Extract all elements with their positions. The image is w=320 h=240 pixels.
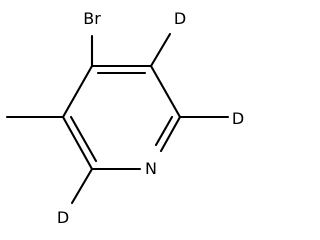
bond-c6-n1-double-inner (154, 115, 174, 147)
atom-labels: Br N D D D (57, 9, 244, 227)
bromine-label: Br (83, 9, 101, 28)
deuterium-label-top-right: D (174, 9, 186, 28)
nitrogen-label: N (145, 159, 157, 178)
bond-c3-c4 (61, 64, 94, 119)
bond-c2-c3 (61, 115, 94, 171)
bond-c6-n1 (159, 115, 182, 153)
bond-c5-d (149, 32, 172, 68)
bond-c2-c3-double-inner (69, 115, 98, 163)
deuterium-label-bottom-left: D (57, 208, 69, 227)
bond-set (5, 32, 230, 205)
bond-c5-c6 (149, 64, 182, 119)
molecule-structure: Br N D D D (5, 9, 244, 227)
deuterium-label-right: D (232, 109, 244, 128)
bond-c2-d (70, 167, 94, 205)
